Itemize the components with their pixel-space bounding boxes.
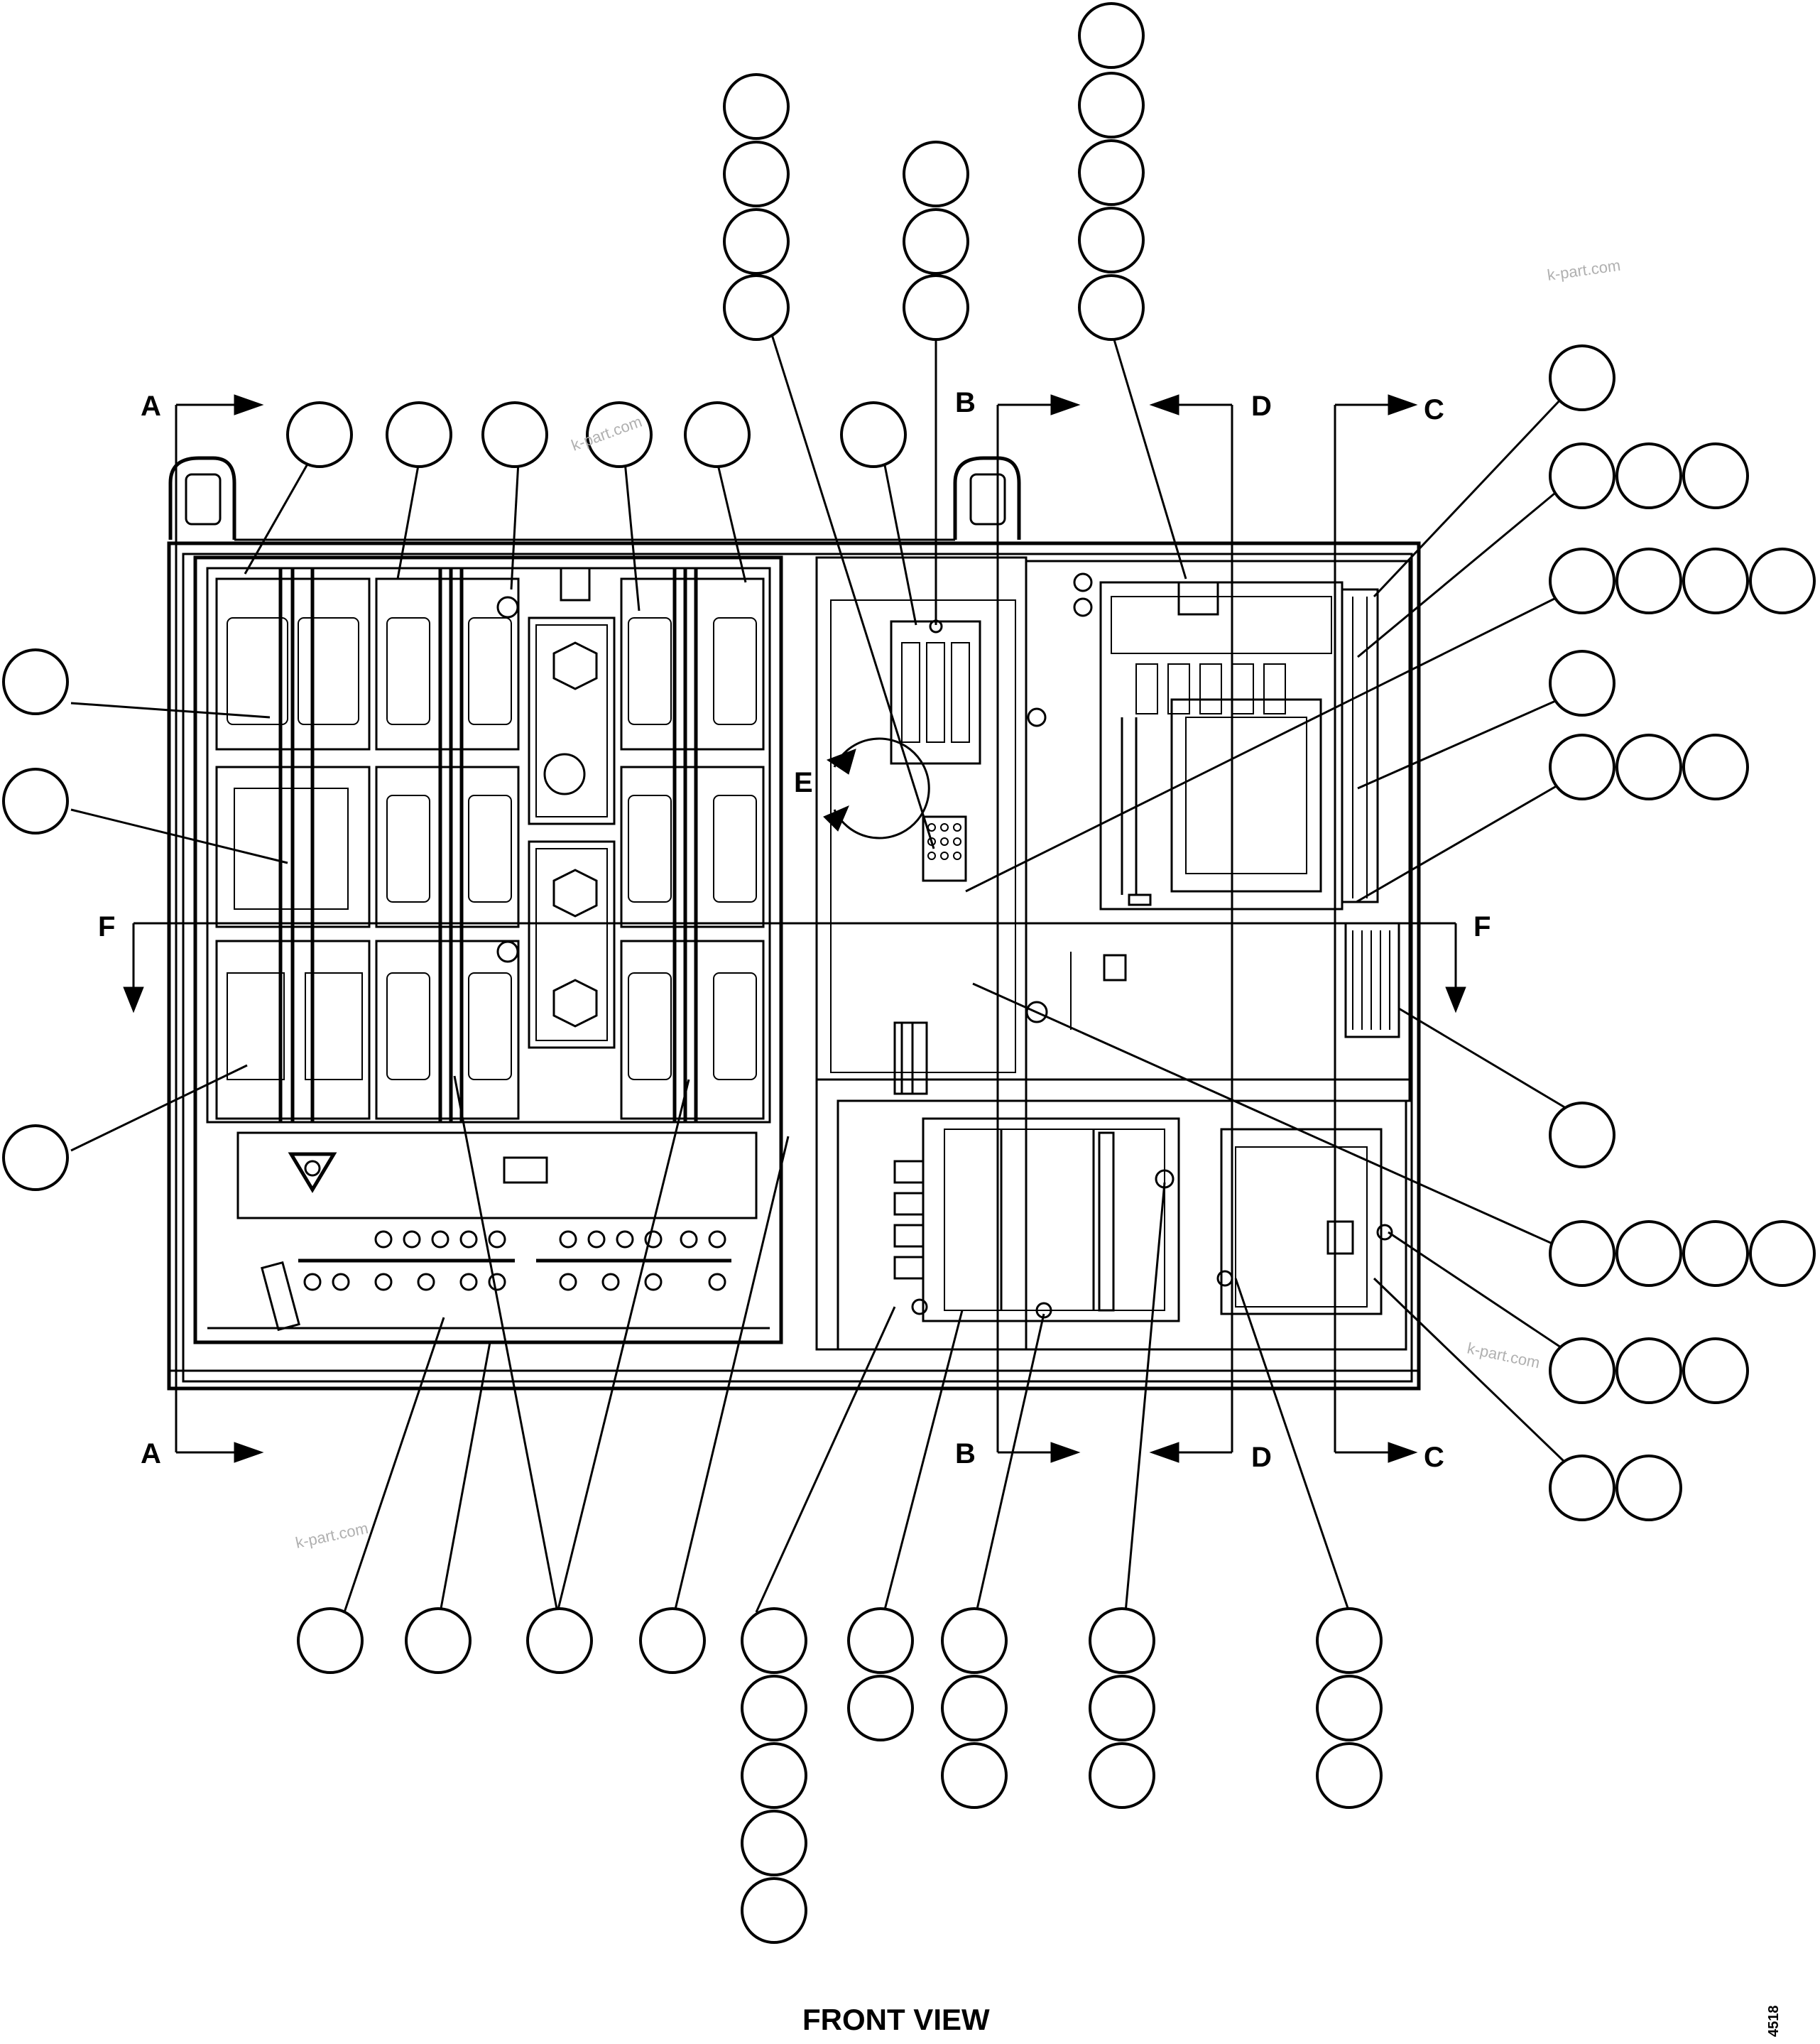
- callout-bubble: [941, 1675, 1008, 1741]
- relay-block: [922, 815, 967, 882]
- callout-bubble: [741, 1675, 807, 1741]
- callout-bubble: [1749, 1220, 1816, 1287]
- callout-bubble: [1682, 548, 1749, 614]
- power-module-bay: [193, 555, 783, 1344]
- section-label-b-bottom: B: [955, 1438, 976, 1469]
- callout-bubble: [297, 1607, 364, 1674]
- callout-bubble: [847, 1675, 914, 1741]
- callout-bubble: [1682, 1337, 1749, 1404]
- callout-bubble: [903, 141, 969, 207]
- section-lines: [123, 394, 1466, 1463]
- cabinet-enclosure: [167, 456, 1421, 1391]
- callout-bubble: [1549, 344, 1615, 411]
- callout-bubble: [1089, 1607, 1155, 1674]
- drawing-code: 4518: [1766, 2006, 1782, 2038]
- watermark-text: k-part.com: [294, 1519, 370, 1552]
- power-module-column-3: [620, 568, 765, 1122]
- callout-bubble: [903, 274, 969, 341]
- air-filter-grille: [1344, 922, 1400, 1038]
- callout-bubble: [1615, 442, 1682, 509]
- callout-bubble: [1316, 1742, 1383, 1809]
- callout-bubble: [1615, 1455, 1682, 1521]
- callout-bubble: [1549, 650, 1615, 717]
- callout-bubble: [386, 401, 452, 468]
- callout-bubble: [684, 401, 751, 468]
- callout-bubble: [723, 141, 790, 207]
- callout-bubble: [286, 401, 353, 468]
- callout-bubble: [639, 1607, 706, 1674]
- callout-bubble: [723, 208, 790, 275]
- callout-bubble: [1078, 274, 1145, 341]
- section-label-a-top: A: [141, 391, 161, 422]
- callout-bubble: [1749, 548, 1816, 614]
- watermark-text: k-part.com: [1546, 256, 1621, 284]
- callout-bubble: [741, 1607, 807, 1674]
- view-title: FRONT VIEW: [802, 2003, 990, 2036]
- transformer-bay: [837, 1099, 1407, 1351]
- callout-bubble: [941, 1742, 1008, 1809]
- callout-bubble: [903, 208, 969, 275]
- leader-lines: [70, 330, 1570, 1613]
- callout-bubble: [1078, 72, 1145, 138]
- power-module-column-1: [215, 568, 371, 1122]
- section-label-c-top: C: [1424, 394, 1444, 425]
- callout-bubble: [1089, 1742, 1155, 1809]
- callout-bubble: [840, 401, 907, 468]
- callout-bubble: [1078, 2, 1145, 69]
- callout-bubble: [1089, 1675, 1155, 1741]
- callout-bubble: [1549, 1337, 1615, 1404]
- section-label-f-right: F: [1473, 911, 1491, 942]
- callout-bubble: [481, 401, 548, 468]
- callout-bubble: [405, 1607, 472, 1674]
- dc-bus-bar-assembly: [207, 1131, 770, 1332]
- callout-bubble: [1316, 1607, 1383, 1674]
- callout-bubble: [1615, 734, 1682, 800]
- callout-bubbles: [2, 2, 1816, 1944]
- section-label-f-left: F: [98, 911, 115, 942]
- callout-bubble: [741, 1742, 807, 1809]
- callout-bubble: [1549, 1102, 1615, 1168]
- control-bay: [815, 556, 1028, 1351]
- power-module-column-2: [375, 568, 520, 1122]
- callout-bubble: [941, 1607, 1008, 1674]
- callout-bubble: [2, 648, 69, 715]
- callout-bubble: [741, 1877, 807, 1944]
- callout-bubble: [2, 1124, 69, 1191]
- section-label-a-bottom: A: [141, 1438, 161, 1469]
- section-label-e: E: [794, 767, 813, 798]
- fan-assembly: [528, 567, 616, 1049]
- section-label-d-bottom: D: [1251, 1442, 1272, 1473]
- callout-bubble: [1682, 442, 1749, 509]
- callout-bubble: [1615, 1220, 1682, 1287]
- section-letters: A A B B D D C C E F F: [98, 387, 1491, 1473]
- callout-bubble: [586, 401, 653, 468]
- callout-bubble: [1615, 548, 1682, 614]
- lifting-eye-right: [953, 456, 1021, 540]
- callout-bubble: [1549, 734, 1615, 800]
- section-label-b-top: B: [955, 387, 976, 418]
- view-e-rotation-arrow: [823, 737, 930, 839]
- callout-bubble: [1078, 139, 1145, 206]
- lifting-eye-left: [168, 456, 236, 540]
- section-label-c-bottom: C: [1424, 1442, 1444, 1473]
- callout-bubble: [526, 1607, 593, 1674]
- callout-bubble: [1549, 442, 1615, 509]
- callout-bubble: [723, 73, 790, 140]
- callout-bubble: [1549, 548, 1615, 614]
- callout-bubble: [741, 1810, 807, 1876]
- callout-bubble: [1078, 207, 1145, 273]
- callout-bubble: [1682, 1220, 1749, 1287]
- watermark-text: k-part.com: [1466, 1339, 1542, 1371]
- callout-bubble: [723, 274, 790, 341]
- section-label-d-top: D: [1251, 391, 1272, 422]
- callout-bubble: [1682, 734, 1749, 800]
- callout-bubble: [1549, 1220, 1615, 1287]
- callout-bubble: [1549, 1455, 1615, 1521]
- callout-bubble: [1316, 1675, 1383, 1741]
- callout-bubble: [847, 1607, 914, 1674]
- callout-bubble: [2, 768, 69, 835]
- callout-bubble: [1615, 1337, 1682, 1404]
